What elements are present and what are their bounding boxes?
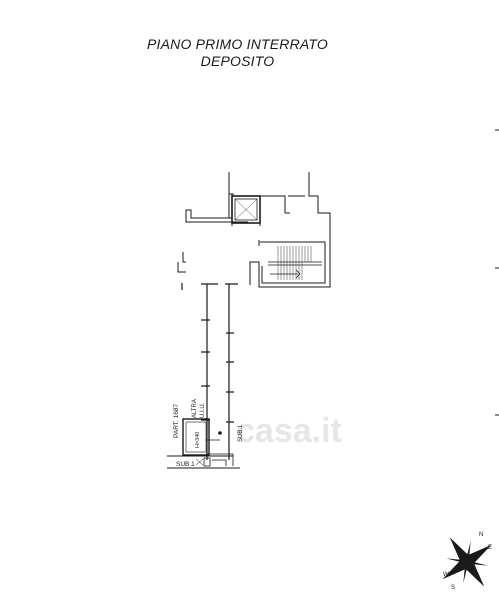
compass-south: S [451,585,455,591]
storage-room [167,418,240,469]
uiu-label: U.I.U. [200,402,206,418]
staircase [268,246,322,280]
compass-rose-icon [442,537,492,587]
plan-subtitle: DEPOSITO [200,53,275,69]
sub-vertical-label: SUB.1 [238,424,244,442]
compass-east: E [488,545,492,551]
compass-west: W [443,572,449,578]
height-label: H=340 [195,432,201,448]
plan-title: PIANO PRIMO INTERRATO [146,36,329,52]
room-marker-dot [218,431,222,435]
sub-bottom-label: SUB.1 [176,461,195,468]
corridor-columns [181,283,238,460]
wall-lines [177,129,499,416]
altra-label: ALTRA [192,399,198,418]
compass-north: N [479,532,483,538]
watermark-text: casa.it [236,412,342,450]
parcel-label: PART. 1687 [173,404,180,438]
